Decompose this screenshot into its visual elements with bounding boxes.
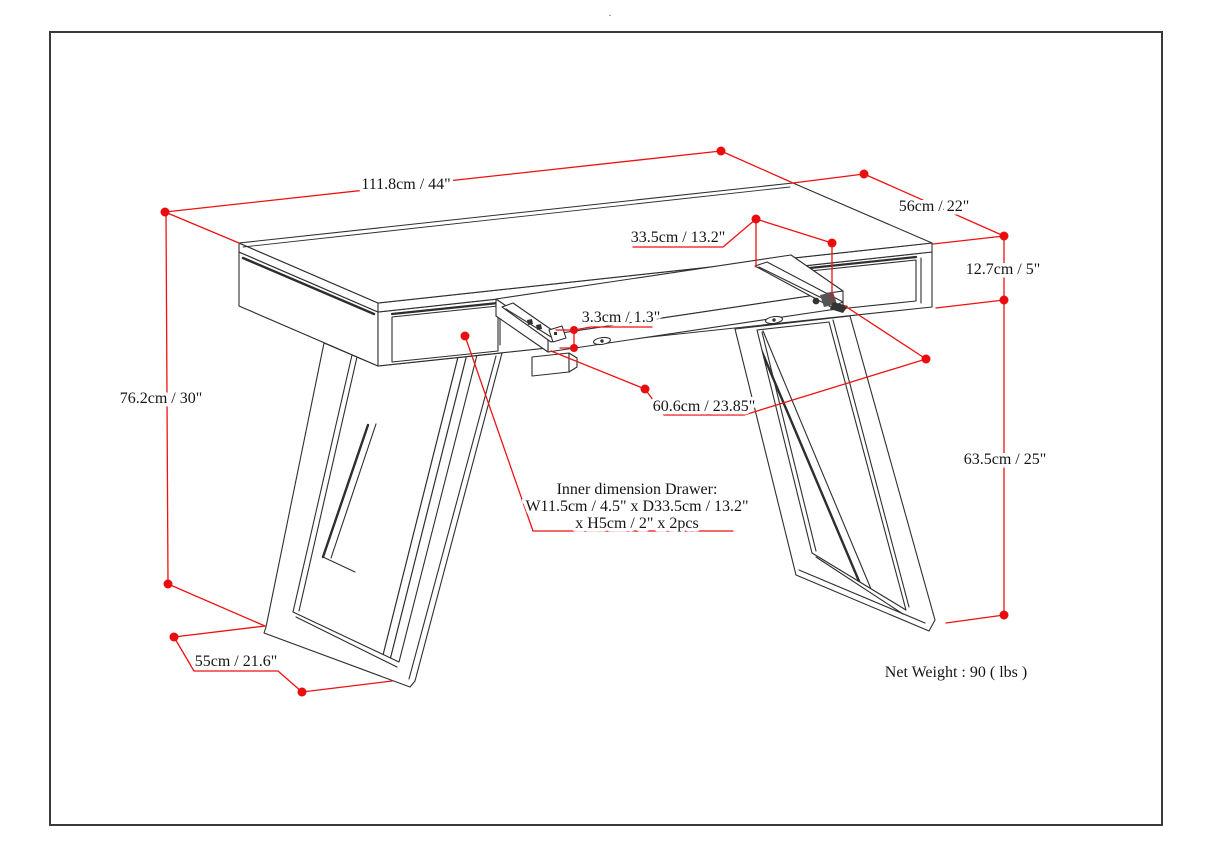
dimension-dots xyxy=(160,146,1009,697)
dim-label-tray-width: 60.6cm / 23.85" xyxy=(653,398,756,415)
desk-top xyxy=(238,182,933,304)
drawer-note-leader xyxy=(464,335,734,532)
right-leg-frame xyxy=(734,315,936,632)
dim-label-drawer-depth: 33.5cm / 13.2" xyxy=(631,229,726,246)
keyboard-tray xyxy=(495,254,848,377)
tray-clip xyxy=(765,315,783,325)
drawer-note-line1: Inner dimension Drawer: xyxy=(557,481,718,498)
dim-width xyxy=(164,150,794,244)
left-drawer-front xyxy=(391,305,499,363)
dim-depth xyxy=(792,173,1005,245)
dim-label-leg-base: 55cm / 21.6" xyxy=(195,653,278,670)
dim-leg-base xyxy=(173,625,393,693)
dim-label-tray-lip: 3.3cm / 1.3" xyxy=(582,309,661,326)
dim-drawer-depth xyxy=(632,218,833,301)
net-weight-label: Net Weight : 90 ( lbs ) xyxy=(885,664,1027,681)
left-leg-frame xyxy=(263,342,503,688)
dim-tray-width xyxy=(550,305,927,416)
drawer-note-line3: x H5cm / 2" x 2pcs xyxy=(575,515,698,532)
dim-height xyxy=(165,212,266,627)
desk-drawing xyxy=(238,182,936,688)
top-mark: . xyxy=(609,8,612,19)
dim-label-leg-height: 63.5cm / 25" xyxy=(964,451,1047,468)
dim-label-width: 111.8cm / 44" xyxy=(361,176,450,193)
drawer-note-line2: W11.5cm / 4.5" x D33.5cm / 13.2" xyxy=(525,498,748,515)
dimension-labels: 111.8cm / 44" 56cm / 22" 76.2cm / 30" 12… xyxy=(116,173,1050,685)
dim-apron xyxy=(935,235,1005,309)
dim-tray-lip xyxy=(555,326,653,349)
tray-clip xyxy=(593,336,611,346)
right-slide-rail xyxy=(754,261,848,313)
desk-legs xyxy=(263,315,936,688)
dimension-annotations xyxy=(160,146,1009,697)
dim-label-height: 76.2cm / 30" xyxy=(120,390,203,407)
page-border xyxy=(49,31,1163,826)
dim-leg-height xyxy=(945,299,1005,624)
tray-support-block xyxy=(531,352,578,377)
dim-label-apron: 12.7cm / 5" xyxy=(966,261,1041,278)
dim-label-depth: 56cm / 22" xyxy=(899,198,970,215)
